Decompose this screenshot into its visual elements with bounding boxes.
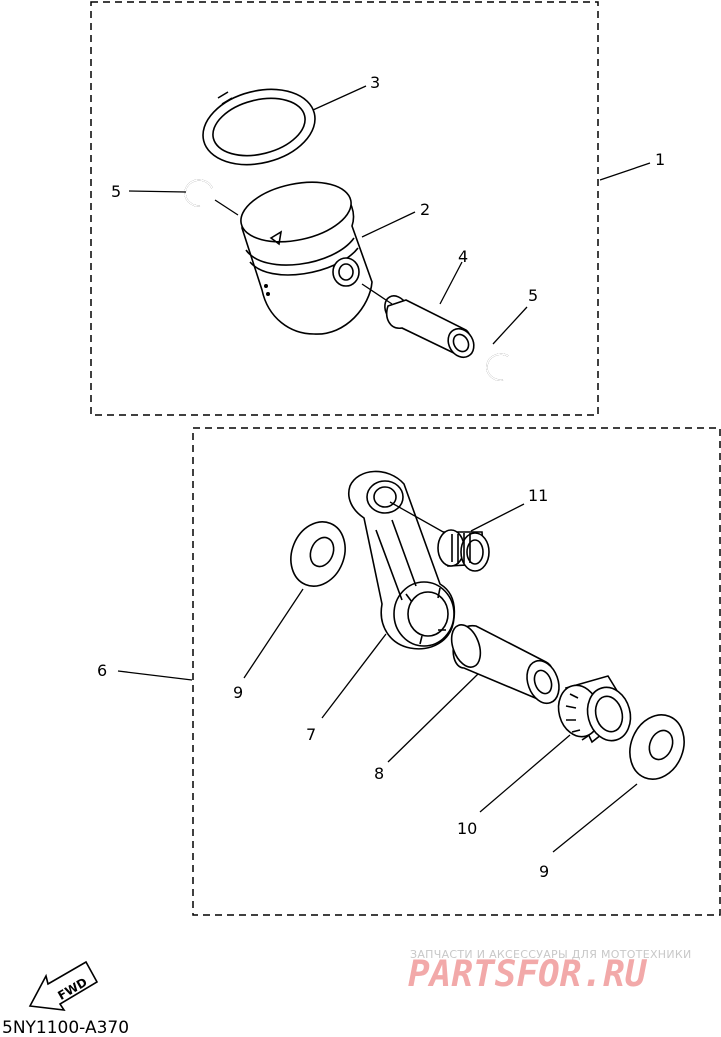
callout-4: 4 bbox=[458, 247, 468, 266]
piston-pin-part bbox=[384, 295, 475, 359]
leader-lines bbox=[117, 85, 651, 853]
small-end-bearing-part bbox=[437, 529, 490, 572]
piston-kit-group-box bbox=[90, 1, 599, 416]
forward-arrow-icon: FWD bbox=[28, 960, 99, 1011]
watermark-tagline: ЗАПЧАСТИ И АКСЕССУАРЫ ДЛЯ МОТОТЕХНИКИ bbox=[410, 948, 692, 961]
watermark-brand: PARTSFOR.RU bbox=[408, 954, 648, 995]
callout-2: 2 bbox=[420, 200, 430, 219]
callout-11: 11 bbox=[528, 486, 548, 505]
piston-part bbox=[240, 181, 373, 335]
callout-9-left: 9 bbox=[233, 683, 243, 702]
callout-1: 1 bbox=[655, 150, 665, 169]
connecting-rod-part bbox=[348, 470, 456, 650]
callout-8: 8 bbox=[374, 764, 384, 783]
crank-kit-group-box bbox=[192, 427, 721, 916]
thrust-washer-right-part bbox=[629, 714, 685, 780]
callout-3: 3 bbox=[370, 73, 380, 92]
callout-6: 6 bbox=[97, 661, 107, 680]
callout-5-lower: 5 bbox=[528, 286, 538, 305]
crank-pin-part bbox=[450, 624, 560, 705]
callout-5-upper: 5 bbox=[111, 182, 121, 201]
circlip-upper-part bbox=[184, 179, 213, 207]
piston-ring-part bbox=[202, 88, 316, 166]
circlip-lower-part bbox=[486, 353, 509, 381]
diagram-code: 5NY1100-A370 bbox=[2, 1018, 129, 1037]
big-end-bearing-part bbox=[557, 675, 632, 744]
callout-9-right: 9 bbox=[539, 862, 549, 881]
thrust-washer-left-part bbox=[290, 521, 346, 587]
callout-7: 7 bbox=[306, 725, 316, 744]
callout-10: 10 bbox=[457, 819, 477, 838]
